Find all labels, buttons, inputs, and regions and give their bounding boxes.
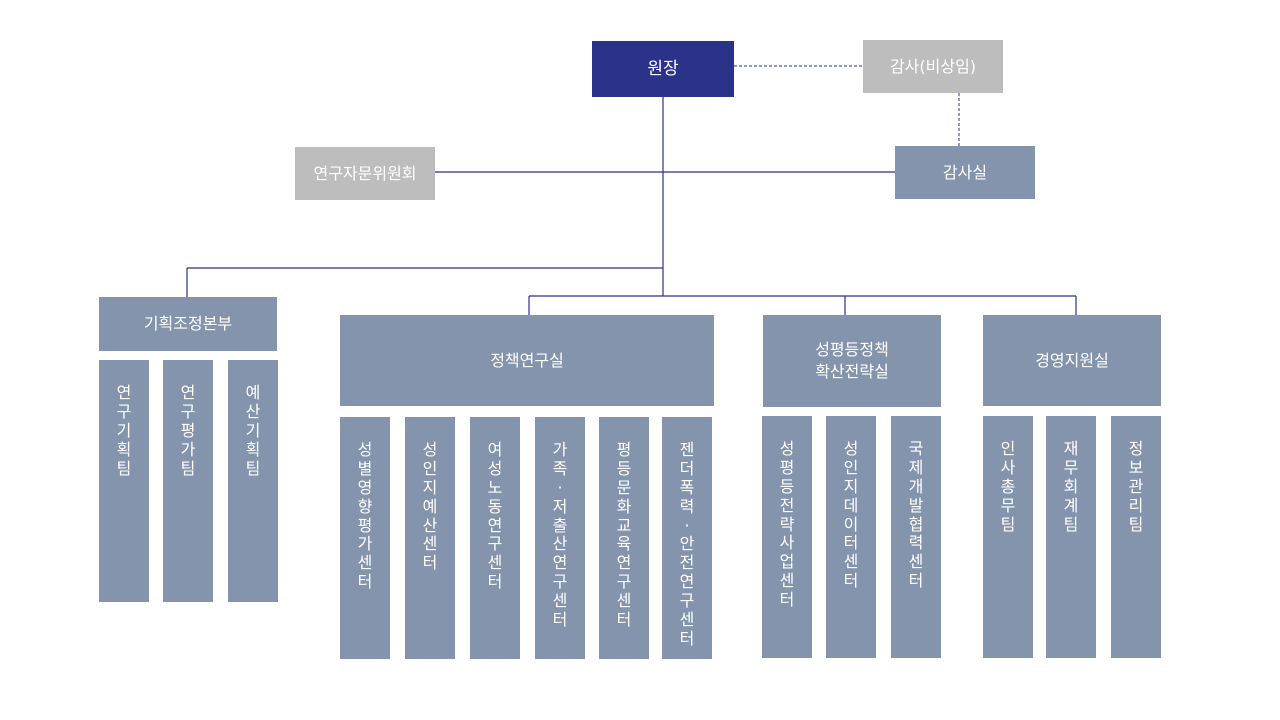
audit-office-label: 감사실 (942, 162, 988, 182)
auditor-box: 감사(비상임) (863, 40, 1003, 93)
auditor-label: 감사(비상임) (889, 56, 977, 76)
department-label: 경영지원실 (1035, 350, 1109, 370)
department-box: 기획조정본부 (99, 297, 277, 351)
director-box: 원장 (592, 41, 734, 97)
department-box: 정책연구실 (340, 315, 714, 406)
audit-office-box: 감사실 (895, 146, 1035, 199)
director-label: 원장 (647, 58, 679, 79)
department-label: 기획조정본부 (143, 314, 233, 334)
department-label: 정책연구실 (490, 350, 564, 370)
advisory-committee-label: 연구자문위원회 (313, 163, 417, 183)
department-box: 경영지원실 (983, 315, 1161, 406)
department-label: 성평등정책 확산전략실 (815, 340, 889, 381)
advisory-committee-box: 연구자문위원회 (295, 147, 435, 200)
department-box: 성평등정책 확산전략실 (763, 315, 941, 407)
